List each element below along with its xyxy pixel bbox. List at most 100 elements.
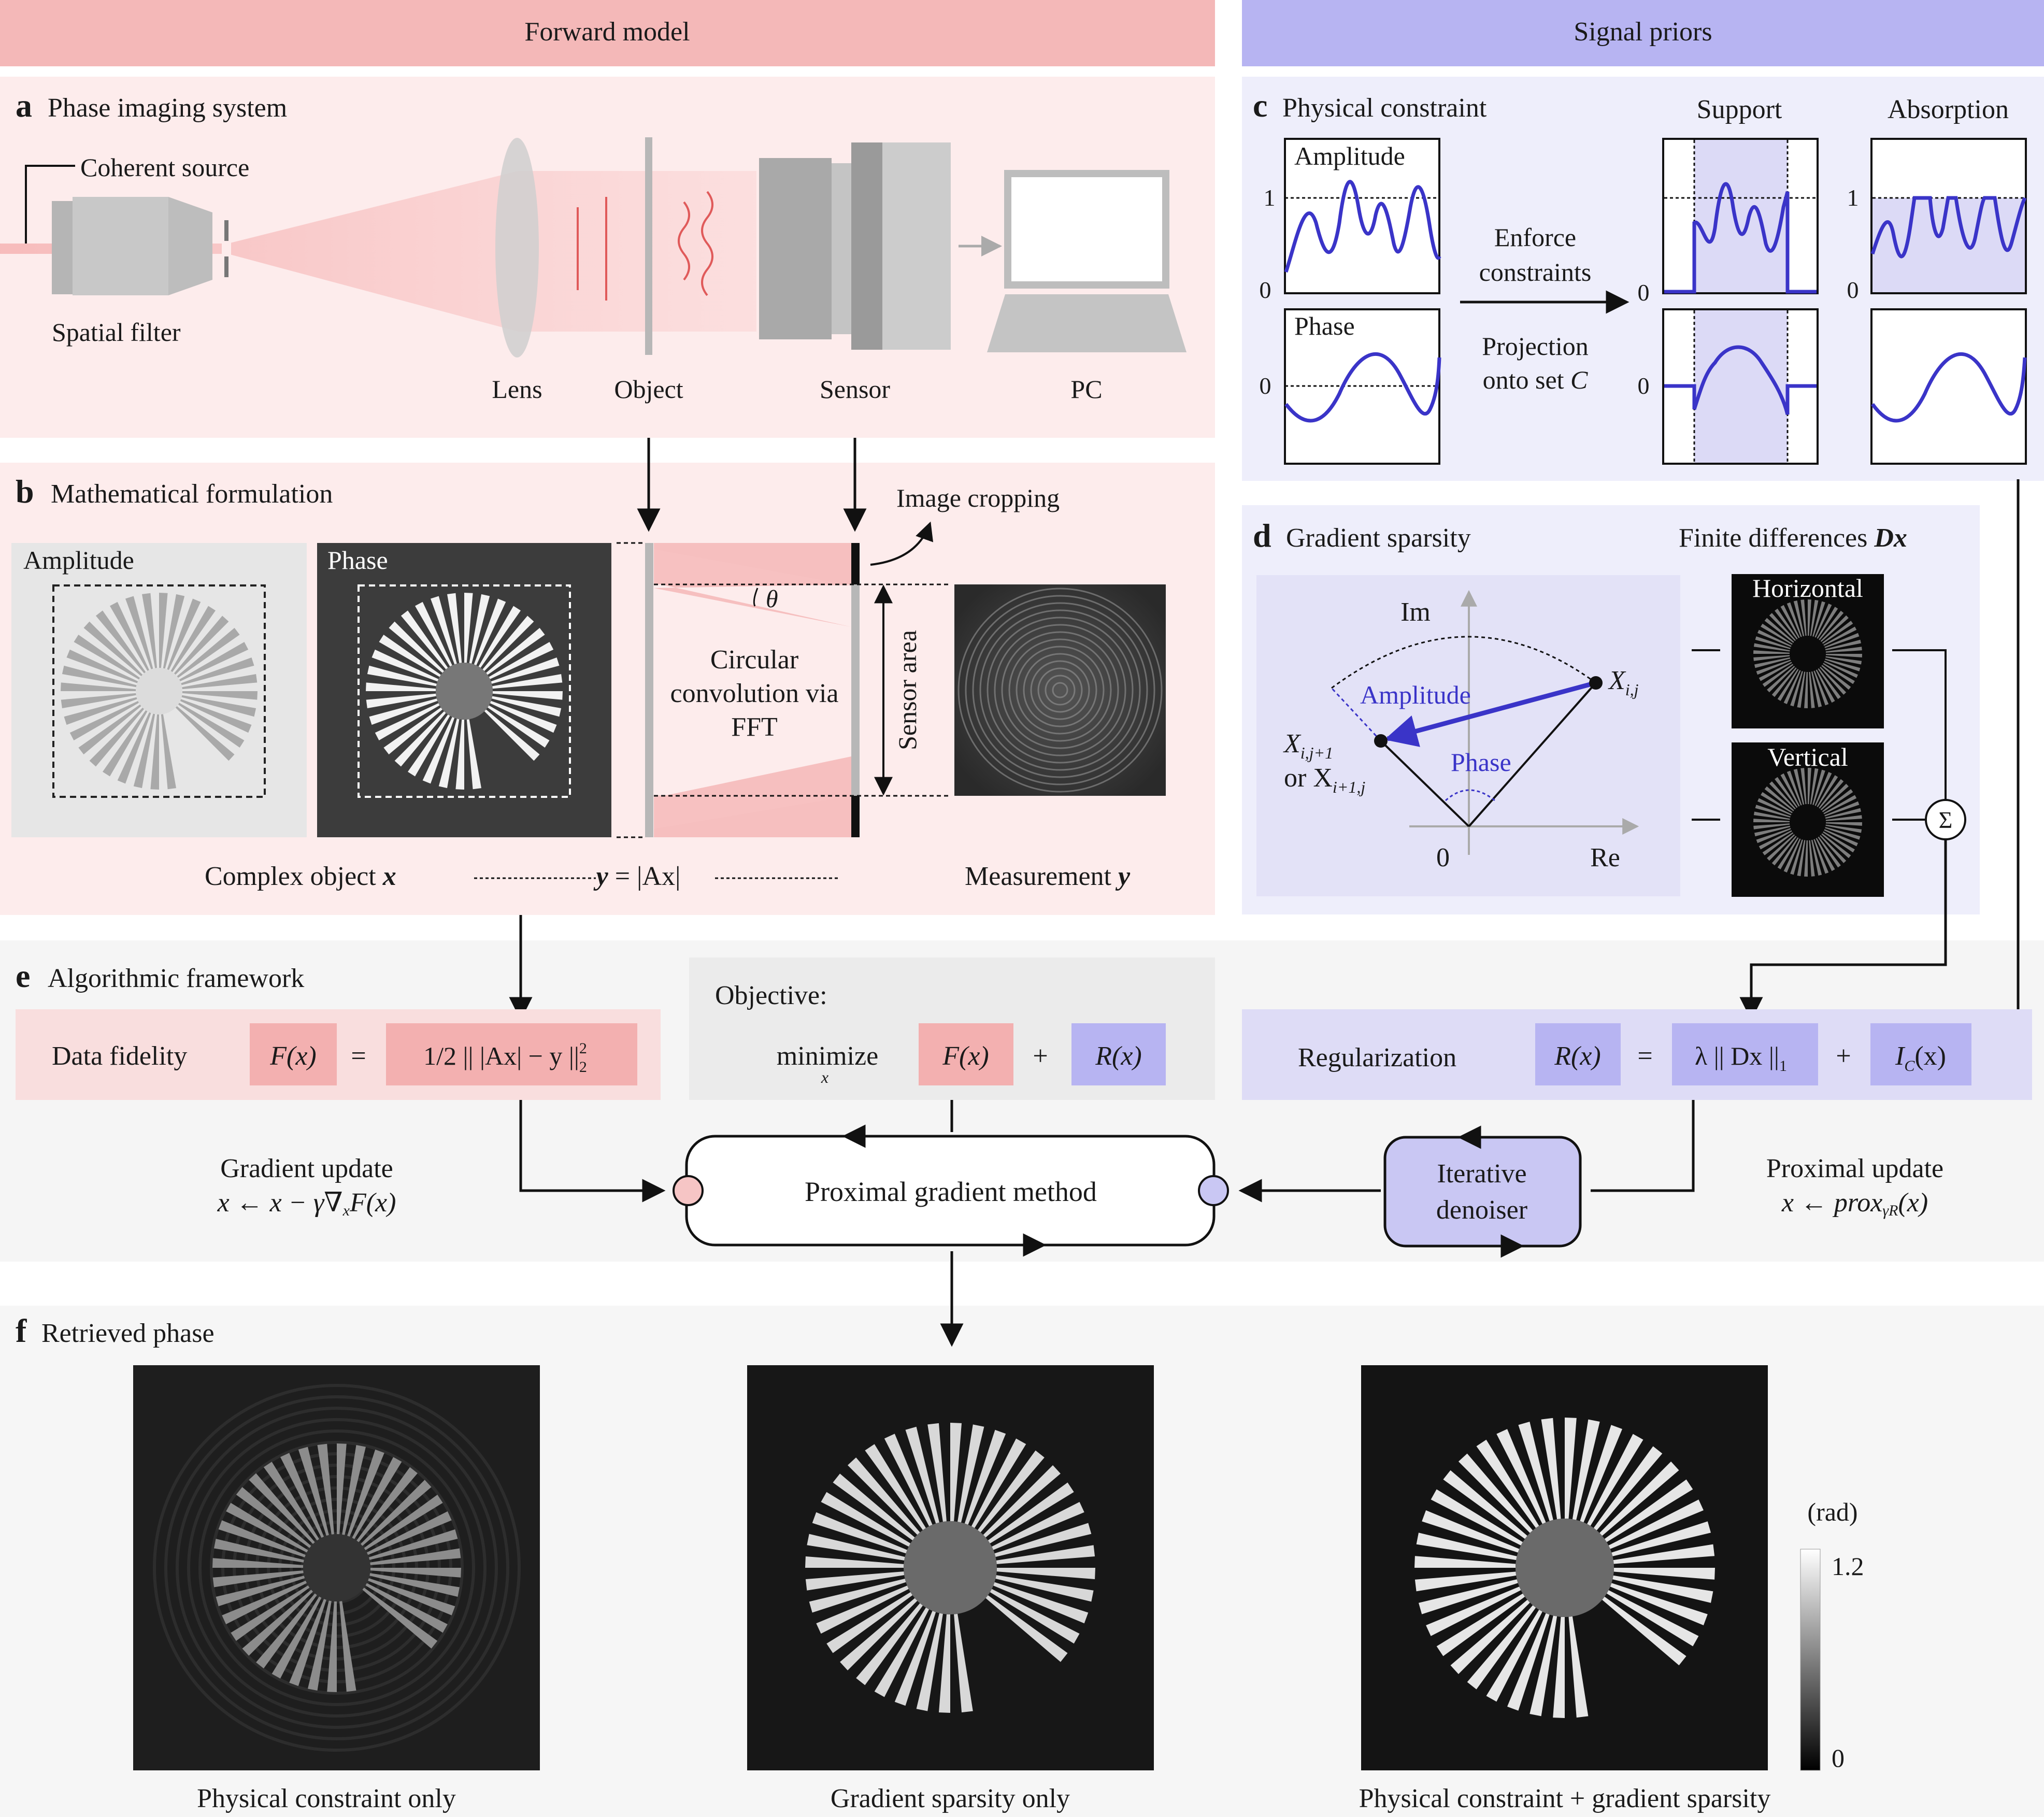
star-spoke (117, 712, 151, 784)
star-spoke (1797, 840, 1806, 877)
star-spoke (83, 621, 143, 677)
point-xij (1589, 676, 1603, 690)
star-center (1790, 804, 1826, 840)
star-spoke (256, 1593, 317, 1669)
star-spoke (1443, 1470, 1527, 1539)
support-amplitude-curve (1664, 182, 1817, 294)
star-spoke (375, 703, 440, 740)
star-spoke (1599, 1461, 1679, 1536)
convolution-line-3: FFT (731, 712, 778, 742)
star-spoke (218, 1520, 306, 1557)
star-spoke (1755, 636, 1791, 649)
minimize-label: minimize (777, 1041, 878, 1071)
fringe-ring (164, 1395, 509, 1740)
star-spoke (167, 598, 201, 670)
star-spoke (366, 1511, 452, 1555)
star-spoke (894, 1611, 936, 1706)
convolution-line-2: convolution via (670, 679, 839, 708)
star-spoke (110, 602, 149, 671)
tick-zero-support-amp: 0 (1638, 279, 1650, 306)
panel-b-letter: b (16, 473, 34, 510)
star-center (904, 1521, 997, 1614)
star-spoke (1753, 643, 1790, 652)
neighbor-guide (1331, 687, 1382, 742)
star-spoke (1612, 1575, 1713, 1603)
fidelity-fx: F(x) (269, 1041, 316, 1071)
gradient-update-label: Gradient update (220, 1154, 393, 1183)
star-spoke (1414, 1571, 1517, 1592)
fringe-ring (1001, 631, 1119, 749)
star-center (436, 663, 493, 720)
star-spoke (1825, 824, 1862, 833)
convolution-line-1: Circular (710, 645, 798, 675)
star-spoke (1783, 670, 1801, 704)
star-spoke (1753, 819, 1790, 822)
fidelity-to-pgm-arrow (519, 1100, 666, 1203)
result-combined-star (1414, 1418, 1715, 1718)
star-spoke (365, 1583, 448, 1633)
xij-label: Xi,j (1608, 666, 1639, 699)
fringe-ring (987, 617, 1134, 764)
star-spoke (1824, 661, 1858, 678)
star-spoke (1817, 607, 1838, 639)
star-spoke (1771, 836, 1797, 866)
star-spoke (394, 711, 446, 767)
star-spoke (1419, 1579, 1518, 1614)
star-spoke (865, 1444, 926, 1530)
proximal-entry-node (1198, 1175, 1229, 1206)
denoiser-line-2: denoiser (1436, 1195, 1527, 1225)
laser-beam (0, 171, 756, 332)
absorption-amplitude-region (1873, 198, 2025, 292)
star-spoke (317, 1443, 334, 1535)
star-spoke (1753, 655, 1790, 661)
star-spoke (1808, 768, 1811, 805)
star-spoke (1530, 1615, 1557, 1716)
star-spoke (370, 1548, 461, 1565)
star-spoke (133, 713, 155, 789)
star-spoke (1825, 639, 1861, 651)
denoiser-line-1: Iterative (1437, 1159, 1526, 1189)
star-spoke (466, 719, 481, 790)
star-spoke (1813, 670, 1829, 706)
star-spoke (492, 674, 563, 689)
projection-line-2: onto set C (1483, 365, 1588, 394)
star-spoke (422, 717, 455, 784)
image-cropping-label: Image cropping (896, 483, 1060, 512)
star-spoke (469, 594, 490, 664)
difference-phase-label: Phase (1451, 748, 1511, 777)
fringe-ring (1023, 653, 1097, 727)
star-spoke (1518, 1422, 1553, 1521)
star-spoke (993, 1582, 1089, 1624)
star-spoke (161, 714, 176, 790)
star-spoke (1800, 599, 1807, 636)
regularization-to-denoiser-line (1591, 1100, 1695, 1192)
point-neighbor (1374, 734, 1388, 748)
star-spoke (447, 593, 462, 663)
star-spoke (1775, 608, 1798, 640)
star-spoke (180, 699, 252, 733)
sum-symbol: Σ (1939, 807, 1953, 833)
star-spoke (1541, 1418, 1561, 1520)
fidelity-equals: = (351, 1041, 366, 1071)
forward-model-title: Forward model (524, 17, 690, 47)
star-spoke (366, 682, 436, 691)
forward-equation: y = |Ax| (593, 862, 681, 891)
proximal-update-formula: x ← proxγR(x) (1781, 1188, 1928, 1219)
caption-physical: Physical constraint only (197, 1784, 456, 1813)
star-spoke (1458, 1453, 1533, 1533)
star-spoke (1793, 600, 1805, 637)
fringe-ring (198, 1429, 475, 1706)
star-spoke (809, 1579, 906, 1613)
star-spoke (848, 1457, 920, 1535)
star-spoke (964, 1429, 1006, 1525)
fringe-ring (1030, 660, 1090, 720)
fringe-ring (1045, 675, 1076, 706)
star-spoke (1565, 1418, 1577, 1519)
star-spoke (957, 1424, 984, 1523)
objective-fx: F(x) (942, 1041, 989, 1071)
star-spoke (69, 701, 139, 740)
star-spoke (337, 1443, 347, 1535)
fringe-ring (176, 1407, 498, 1729)
star-spoke (182, 691, 258, 700)
star-spoke (1507, 1613, 1550, 1711)
